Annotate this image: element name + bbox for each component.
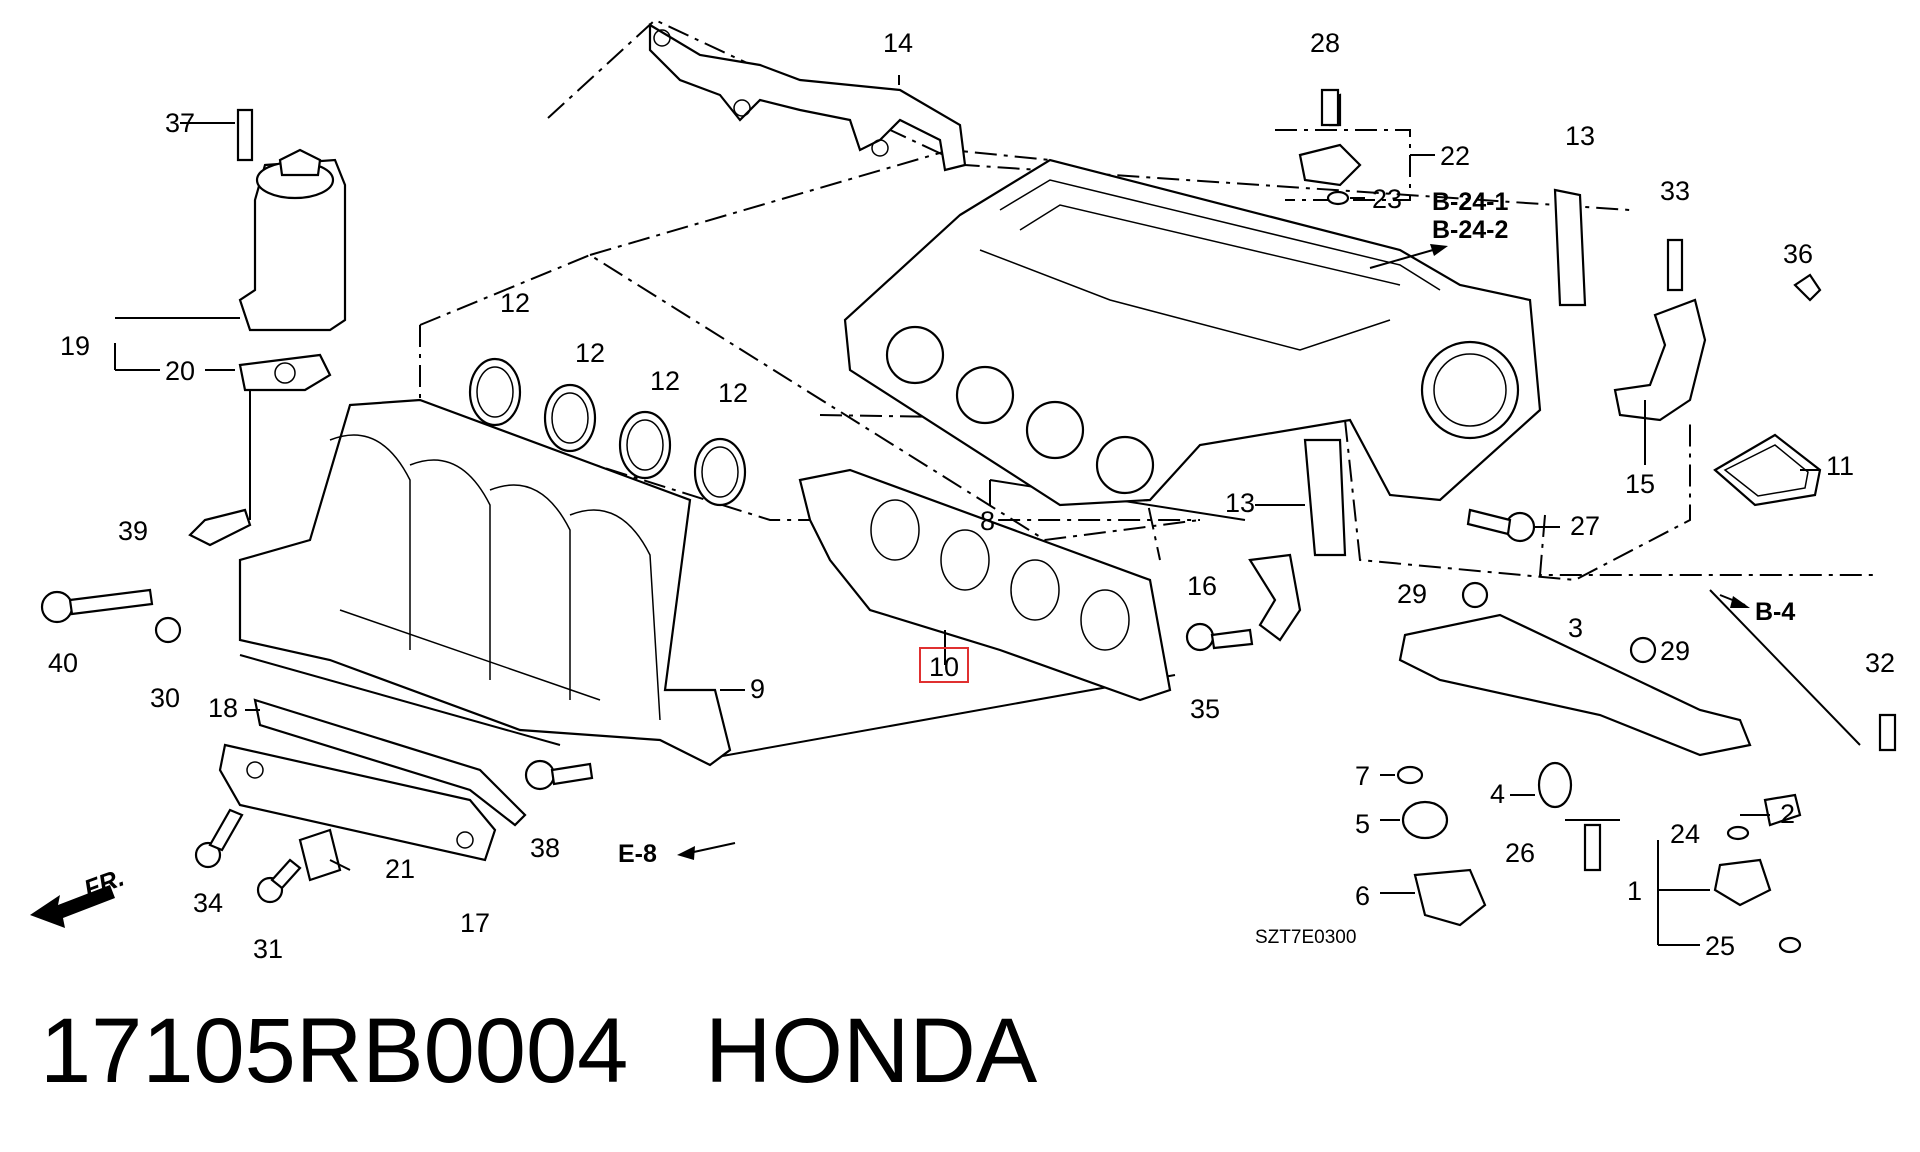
callout-6: 6	[1355, 881, 1370, 911]
part-intake-manifold-upper	[843, 158, 1542, 507]
injector-parts	[1396, 761, 1802, 954]
callout-37: 37	[165, 108, 195, 138]
callout-19: 19	[60, 331, 90, 361]
part-bracket-17	[218, 743, 497, 862]
callout-27: 27	[1570, 511, 1600, 541]
callout-3: 3	[1568, 613, 1583, 643]
part-stay-13	[1303, 188, 1587, 557]
part-bracket-14	[648, 23, 967, 172]
brand-name: HONDA	[704, 1000, 1038, 1102]
callout-leaders	[114, 75, 1820, 946]
ref-b-4: B-4	[1755, 598, 1795, 626]
part-o-rings-12	[468, 357, 747, 507]
part-intake-manifold-lower-9	[238, 398, 732, 767]
callout-32: 32	[1865, 648, 1895, 678]
figure-code: SZT7E0300	[1255, 927, 1356, 948]
part-fuel-rail-3	[1398, 613, 1752, 757]
callout-11: 11	[1826, 451, 1854, 481]
callout-38: 38	[530, 833, 560, 863]
callout-28: 28	[1310, 28, 1340, 58]
callout-14: 14	[883, 28, 913, 58]
footer-caption: 17105RB0004 HONDA	[40, 1005, 1037, 1097]
callout-5: 5	[1355, 809, 1370, 839]
callout-12-b: 12	[575, 338, 605, 368]
callout-16: 16	[1187, 571, 1217, 601]
bolts	[40, 88, 1897, 904]
callout-40: 40	[48, 648, 78, 678]
callout-18: 18	[208, 693, 238, 723]
front-indicator: FR.	[80, 864, 127, 904]
callout-36: 36	[1783, 239, 1813, 269]
callout-39: 39	[118, 516, 148, 546]
callout-29-b: 29	[1660, 636, 1690, 666]
section-references: B-24-1 B-24-2 B-4 E-8 SZT7E0300	[618, 188, 1795, 948]
callout-29-a: 29	[1397, 579, 1427, 609]
front-arrow-icon: FR.	[30, 864, 128, 928]
part-plate-18	[253, 698, 527, 827]
callout-7: 7	[1355, 761, 1370, 791]
callout-22: 22	[1440, 141, 1470, 171]
callout-35: 35	[1190, 694, 1220, 724]
part-egr-valve-19	[238, 148, 347, 392]
callout-9: 9	[750, 674, 765, 704]
part-stay-16	[1248, 553, 1302, 642]
callout-25: 25	[1705, 931, 1735, 961]
callout-4: 4	[1490, 779, 1505, 809]
callout-12-d: 12	[718, 378, 748, 408]
callout-1: 1	[1627, 876, 1642, 906]
callout-33: 33	[1660, 176, 1690, 206]
callout-8: 8	[980, 506, 995, 536]
callout-23: 23	[1372, 184, 1402, 214]
callout-31: 31	[253, 934, 283, 964]
callout-21: 21	[385, 854, 415, 884]
callout-24: 24	[1670, 819, 1700, 849]
callout-2: 2	[1780, 799, 1795, 829]
callout-17: 17	[460, 908, 490, 938]
part-bracket-21	[298, 828, 342, 882]
callout-30: 30	[150, 683, 180, 713]
callout-10-highlighted: 10	[929, 652, 959, 682]
callout-12-c: 12	[650, 366, 680, 396]
ref-e-8: E-8	[618, 840, 657, 868]
callout-13-bottom: 13	[1225, 488, 1255, 518]
callout-numbers: 1 2 3 4 5 6 7 8 9 10 11 12 12 12 12 13 1…	[48, 28, 1895, 964]
part-gasket-11	[1713, 433, 1822, 507]
ref-arrow-b24	[1369, 247, 1441, 269]
callout-20: 20	[165, 356, 195, 386]
part-bracket-15	[1613, 298, 1707, 422]
callout-34: 34	[193, 888, 223, 918]
highlight-box	[919, 647, 969, 683]
ref-b-24-1: B-24-1	[1432, 188, 1509, 216]
callout-12-a: 12	[500, 288, 530, 318]
callout-15: 15	[1625, 469, 1655, 499]
ref-b-24-2: B-24-2	[1432, 216, 1508, 244]
callout-26: 26	[1505, 838, 1535, 868]
part-gasket-10	[798, 468, 1172, 702]
callout-13-top: 13	[1565, 121, 1595, 151]
part-number: 17105RB0004	[40, 1000, 629, 1102]
